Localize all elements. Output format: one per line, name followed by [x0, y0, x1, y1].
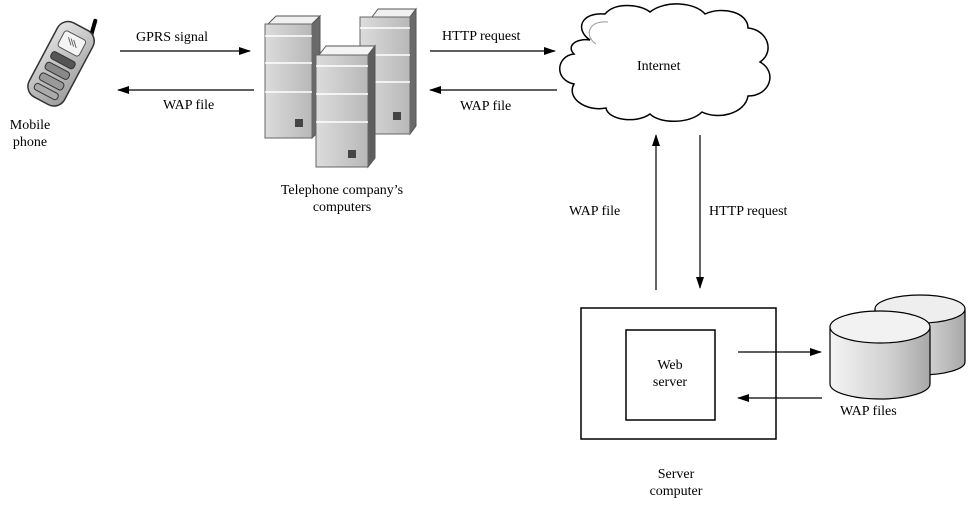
- server-tower-icon: [264, 7, 417, 169]
- http-request-to-internet-label: HTTP request: [442, 29, 521, 44]
- internet-label: Internet: [637, 59, 681, 74]
- gprs-signal-label: GPRS signal: [136, 30, 208, 45]
- http-request-to-server-label: HTTP request: [709, 204, 788, 219]
- web-server-label: Web server: [652, 358, 688, 390]
- wap-files-label: WAP files: [840, 404, 897, 419]
- mobile-phone-icon: [27, 18, 98, 107]
- wap-file-to-internet-label: WAP file: [569, 204, 621, 219]
- cloud-icon: [559, 3, 771, 122]
- telephone-computers-label: Telephone company’s computers: [280, 183, 404, 215]
- web-server-box: [625, 329, 716, 421]
- server-computer-label: Server computer: [649, 467, 703, 499]
- mobile-phone-label: Mobile phone: [9, 118, 51, 150]
- database-icon: [829, 294, 966, 400]
- wap-file-to-phone-label: WAP file: [163, 98, 215, 113]
- wap-file-to-telco-label: WAP file: [460, 99, 512, 114]
